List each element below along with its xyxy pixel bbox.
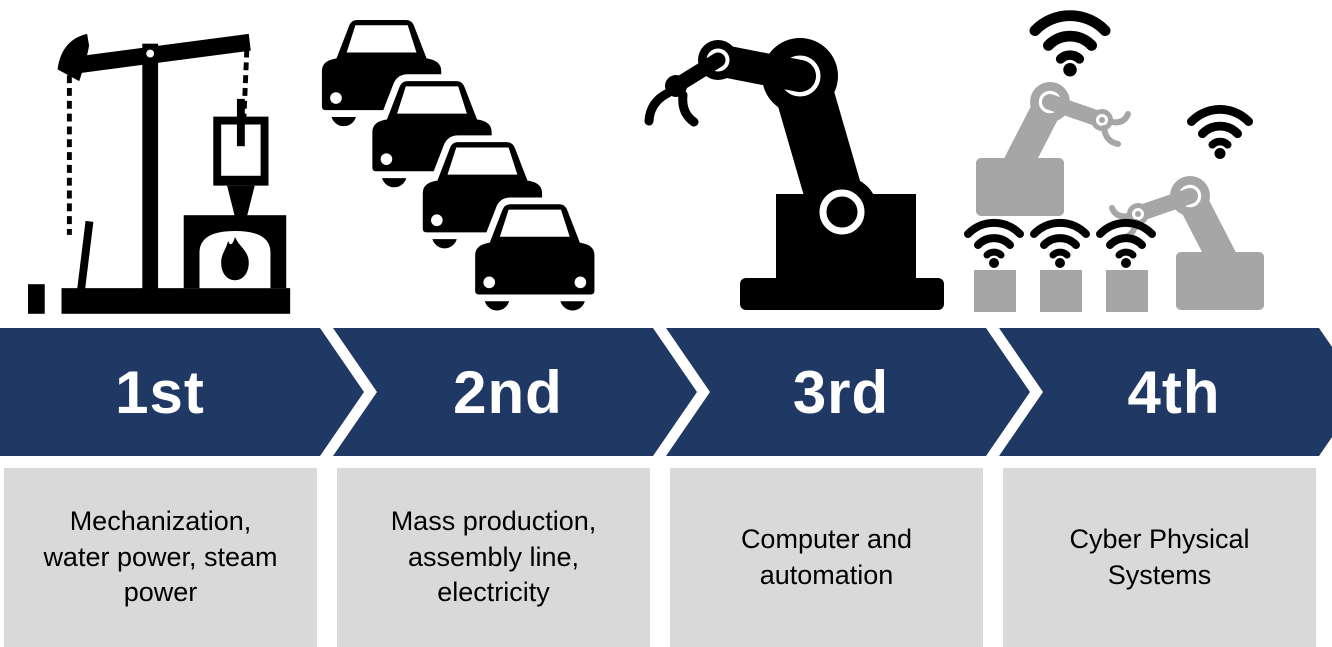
stage-4-description: Cyber Physical Systems	[1003, 468, 1316, 647]
stage-2-description-text: Mass production, assembly line, electric…	[390, 506, 597, 608]
stage-1-description: Mechanization, water power, steam power	[4, 468, 317, 647]
steam-engine-pumpjack-icon	[27, 33, 291, 314]
industrial-robot-arm-icon	[644, 38, 944, 310]
stage-1-description-text: Mechanization, water power, steam power	[43, 506, 278, 608]
stage-4-description-text: Cyber Physical Systems	[1069, 523, 1250, 590]
stage-chevron-2: 2nd	[333, 328, 697, 456]
car-assembly-line-icon	[303, 10, 625, 318]
stage-1-label: 1st	[115, 358, 205, 426]
stage-3-description-text: Computer and automation	[740, 523, 913, 590]
stage-2-label: 2nd	[453, 358, 563, 426]
stage-3-label: 3rd	[792, 358, 890, 426]
stage-4-label: 4th	[1127, 358, 1221, 426]
stage-2-description: Mass production, assembly line, electric…	[337, 468, 650, 647]
stage-chevron-4: 4th	[999, 328, 1332, 456]
stage-chevron-3: 3rd	[666, 328, 1030, 456]
connected-cyber-physical-robots-icon	[958, 8, 1310, 320]
stage-3-description: Computer and automation	[670, 468, 983, 647]
stage-chevron-1: 1st	[0, 328, 364, 456]
